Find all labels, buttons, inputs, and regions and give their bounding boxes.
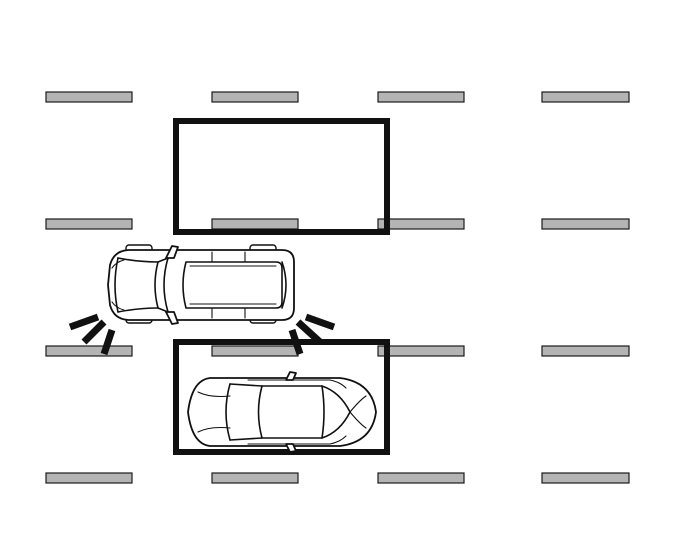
lane-dash xyxy=(541,91,630,103)
lane-dash xyxy=(377,472,465,484)
minivan-body xyxy=(107,249,295,321)
lane-dash xyxy=(211,91,299,103)
lane-dash xyxy=(211,472,299,484)
parked-sedan xyxy=(187,371,377,453)
lane-dash xyxy=(377,91,465,103)
lane-dash xyxy=(211,218,299,230)
rear-sensor-waves xyxy=(288,313,336,356)
lane-dash xyxy=(541,218,630,230)
target-parking-space xyxy=(173,118,390,235)
lane-markings xyxy=(45,91,630,484)
lane-dash xyxy=(541,472,630,484)
front-sensor-waves xyxy=(68,313,116,356)
lane-dash xyxy=(377,218,465,230)
lane-dash xyxy=(45,218,133,230)
lane-dash xyxy=(541,345,630,357)
maneuvering-minivan xyxy=(107,244,295,325)
lane-dash xyxy=(45,472,133,484)
lane-dash xyxy=(45,91,133,103)
sedan-body xyxy=(187,377,377,447)
lane-dash xyxy=(211,345,299,357)
lane-dash xyxy=(377,345,465,357)
lane-dash xyxy=(45,345,133,357)
occupied-parking-space xyxy=(173,339,390,455)
